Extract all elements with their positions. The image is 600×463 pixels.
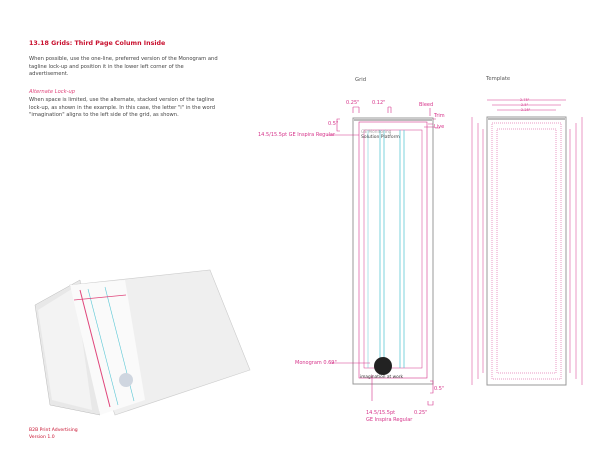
bleed-label: Bleed (419, 102, 434, 108)
grid-label: Grid (355, 77, 367, 83)
intro-paragraph: When possible, use the one-line, preferr… (29, 56, 218, 78)
magazine-illustration (34, 269, 251, 416)
section-title: 13.18 Grids: Third Page Column Inside (29, 40, 166, 47)
sample-line-2: Solution Platform (361, 135, 400, 140)
dim-left: 0.25" (346, 100, 360, 106)
bottom-type-spec-1: 14.5/15.5pt (366, 410, 396, 416)
grid-diagram (327, 106, 440, 406)
monogram-label: Monogram 0.69" (295, 360, 337, 366)
subheading: Alternate Lock-up (29, 89, 76, 95)
bottom-margin: 0.5" (434, 386, 445, 392)
template-width-2: 2.5" (521, 103, 529, 107)
dim-column: 0.12" (372, 100, 386, 106)
template-diagram (471, 99, 583, 386)
alt-paragraph: When space is limited, use the alternate… (29, 97, 216, 119)
footer-line-1: B2B Print Advertising (29, 428, 78, 433)
trim-label: Trim (434, 113, 445, 119)
template-label: Template (486, 76, 511, 82)
top-margin: 0.5" (328, 121, 339, 127)
template-width-1: 2.75" (520, 98, 530, 102)
monogram-icon (119, 373, 133, 387)
sample-line-1: GE Monitoring (361, 130, 392, 135)
footer-line-2: Version 1.0 (29, 435, 55, 440)
live-label: Live (434, 124, 445, 130)
template-width-3: 2.25" (521, 108, 531, 112)
bottom-right-dim: 0.25" (414, 410, 428, 416)
tagline: imagination at work (360, 375, 403, 380)
bottom-type-spec-2: GE Inspira Regular (366, 417, 413, 423)
type-spec: 14.5/15.5pt GE Inspira Regular (258, 132, 335, 138)
